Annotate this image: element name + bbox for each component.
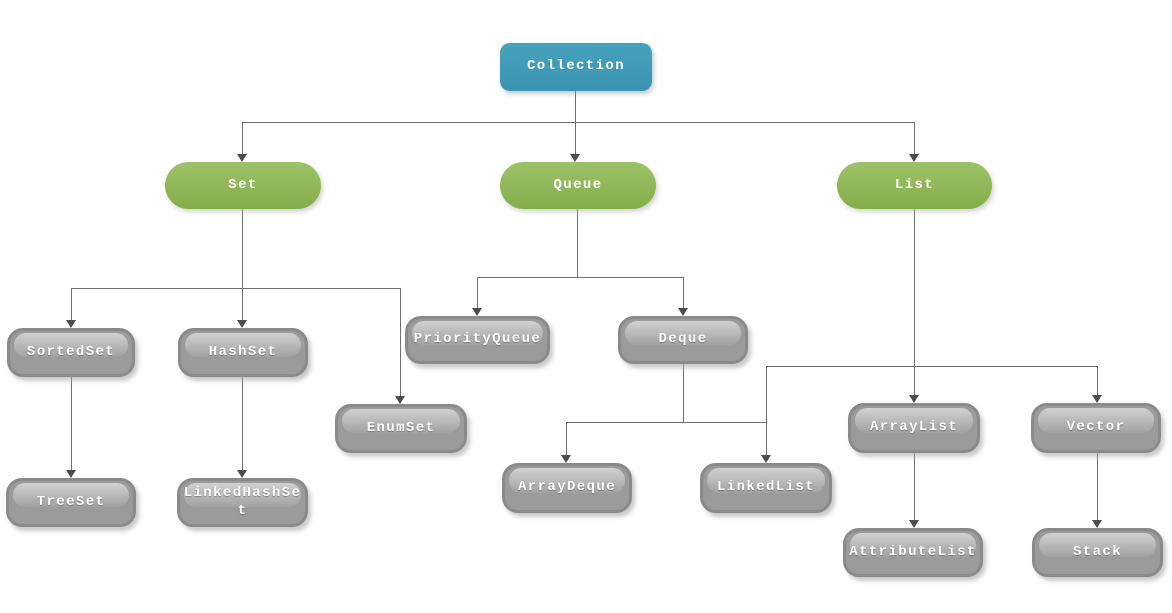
node-set-label: Set bbox=[228, 176, 258, 193]
node-hashset: HashSet bbox=[178, 328, 308, 377]
edge-to-hashset bbox=[242, 288, 243, 320]
edge-set-bus bbox=[71, 288, 400, 289]
arrowhead-hashset bbox=[237, 320, 247, 328]
arrowhead-vector bbox=[1092, 395, 1102, 403]
node-enumset: EnumSet bbox=[335, 404, 467, 453]
edge-to-sortedset bbox=[71, 288, 72, 320]
edge-list-stem bbox=[914, 209, 915, 366]
edge-collection-stem bbox=[575, 91, 576, 122]
node-stack: Stack bbox=[1032, 528, 1163, 577]
node-linkedlist-label: LinkedList bbox=[716, 479, 815, 496]
edge-to-deque bbox=[683, 277, 684, 308]
edge-to-enumset bbox=[400, 288, 401, 396]
edge-to-arraydeque bbox=[566, 422, 567, 455]
arrowhead-queue bbox=[570, 154, 580, 162]
node-arraylist-label: ArrayList bbox=[869, 419, 959, 436]
node-linkedhashset: LinkedHashSet bbox=[177, 478, 308, 527]
arrowhead-deque bbox=[678, 308, 688, 316]
edge-to-arraylist bbox=[914, 366, 915, 395]
arrowhead-linkedhashset bbox=[237, 470, 247, 478]
arrowhead-priorityqueue bbox=[472, 308, 482, 316]
node-arraydeque: ArrayDeque bbox=[502, 463, 632, 513]
edge-to-linkedlist bbox=[766, 422, 767, 455]
node-set: Set bbox=[165, 162, 321, 209]
node-arraylist: ArrayList bbox=[848, 403, 980, 453]
edge-to-treeset bbox=[71, 377, 72, 470]
node-priorityqueue-label: PriorityQueue bbox=[413, 331, 542, 348]
edge-to-queue bbox=[575, 122, 576, 154]
node-collection: Collection bbox=[500, 43, 652, 91]
edge-to-list bbox=[914, 122, 915, 154]
arrowhead-arraydeque bbox=[561, 455, 571, 463]
arrowhead-arraylist bbox=[909, 395, 919, 403]
node-deque: Deque bbox=[618, 316, 748, 364]
node-attributelist-label: AttributeList bbox=[849, 543, 977, 560]
node-linkedlist: LinkedList bbox=[700, 463, 832, 513]
edge-to-priorityqueue bbox=[477, 277, 478, 308]
node-hashset-label: HashSet bbox=[208, 343, 278, 360]
arrowhead-linkedlist bbox=[761, 455, 771, 463]
node-list: List bbox=[837, 162, 992, 209]
edge-to-set bbox=[242, 122, 243, 154]
node-sortedset-label: SortedSet bbox=[26, 343, 116, 360]
edge-queue-bus bbox=[477, 277, 683, 278]
edge-deque-bus bbox=[566, 422, 766, 423]
node-stack-label: Stack bbox=[1072, 543, 1122, 560]
arrowhead-treeset bbox=[66, 470, 76, 478]
node-linkedhashset-label: LinkedHashSet bbox=[183, 485, 302, 519]
edge-set-stem bbox=[242, 209, 243, 288]
arrowhead-enumset bbox=[395, 396, 405, 404]
edge-tier1-bus bbox=[242, 122, 914, 123]
node-attributelist: AttributeList bbox=[843, 528, 983, 577]
arrowhead-stack bbox=[1092, 520, 1102, 528]
arrowhead-sortedset bbox=[66, 320, 76, 328]
node-queue: Queue bbox=[500, 162, 656, 209]
edge-list-to-linkedlist-drop bbox=[766, 366, 767, 422]
node-arraydeque-label: ArrayDeque bbox=[517, 479, 616, 496]
arrowhead-attributelist bbox=[909, 520, 919, 528]
edge-to-vector bbox=[1097, 366, 1098, 395]
edge-list-bus bbox=[766, 366, 1097, 367]
node-vector: Vector bbox=[1031, 403, 1161, 453]
node-priorityqueue: PriorityQueue bbox=[405, 316, 550, 364]
edge-to-linkedhashset bbox=[242, 377, 243, 470]
node-vector-label: Vector bbox=[1066, 419, 1126, 436]
node-enumset-label: EnumSet bbox=[366, 419, 436, 436]
node-deque-label: Deque bbox=[658, 331, 708, 348]
node-treeset: TreeSet bbox=[6, 478, 136, 527]
edge-queue-stem bbox=[577, 209, 578, 277]
node-sortedset: SortedSet bbox=[7, 328, 135, 377]
edge-deque-stem bbox=[683, 364, 684, 422]
arrowhead-list bbox=[909, 154, 919, 162]
edge-to-stack bbox=[1097, 453, 1098, 520]
node-treeset-label: TreeSet bbox=[36, 493, 106, 510]
node-collection-label: Collection bbox=[526, 58, 625, 75]
node-list-label: List bbox=[894, 176, 935, 193]
edge-to-attributelist bbox=[914, 453, 915, 520]
node-queue-label: Queue bbox=[553, 176, 603, 193]
arrowhead-set bbox=[237, 154, 247, 162]
